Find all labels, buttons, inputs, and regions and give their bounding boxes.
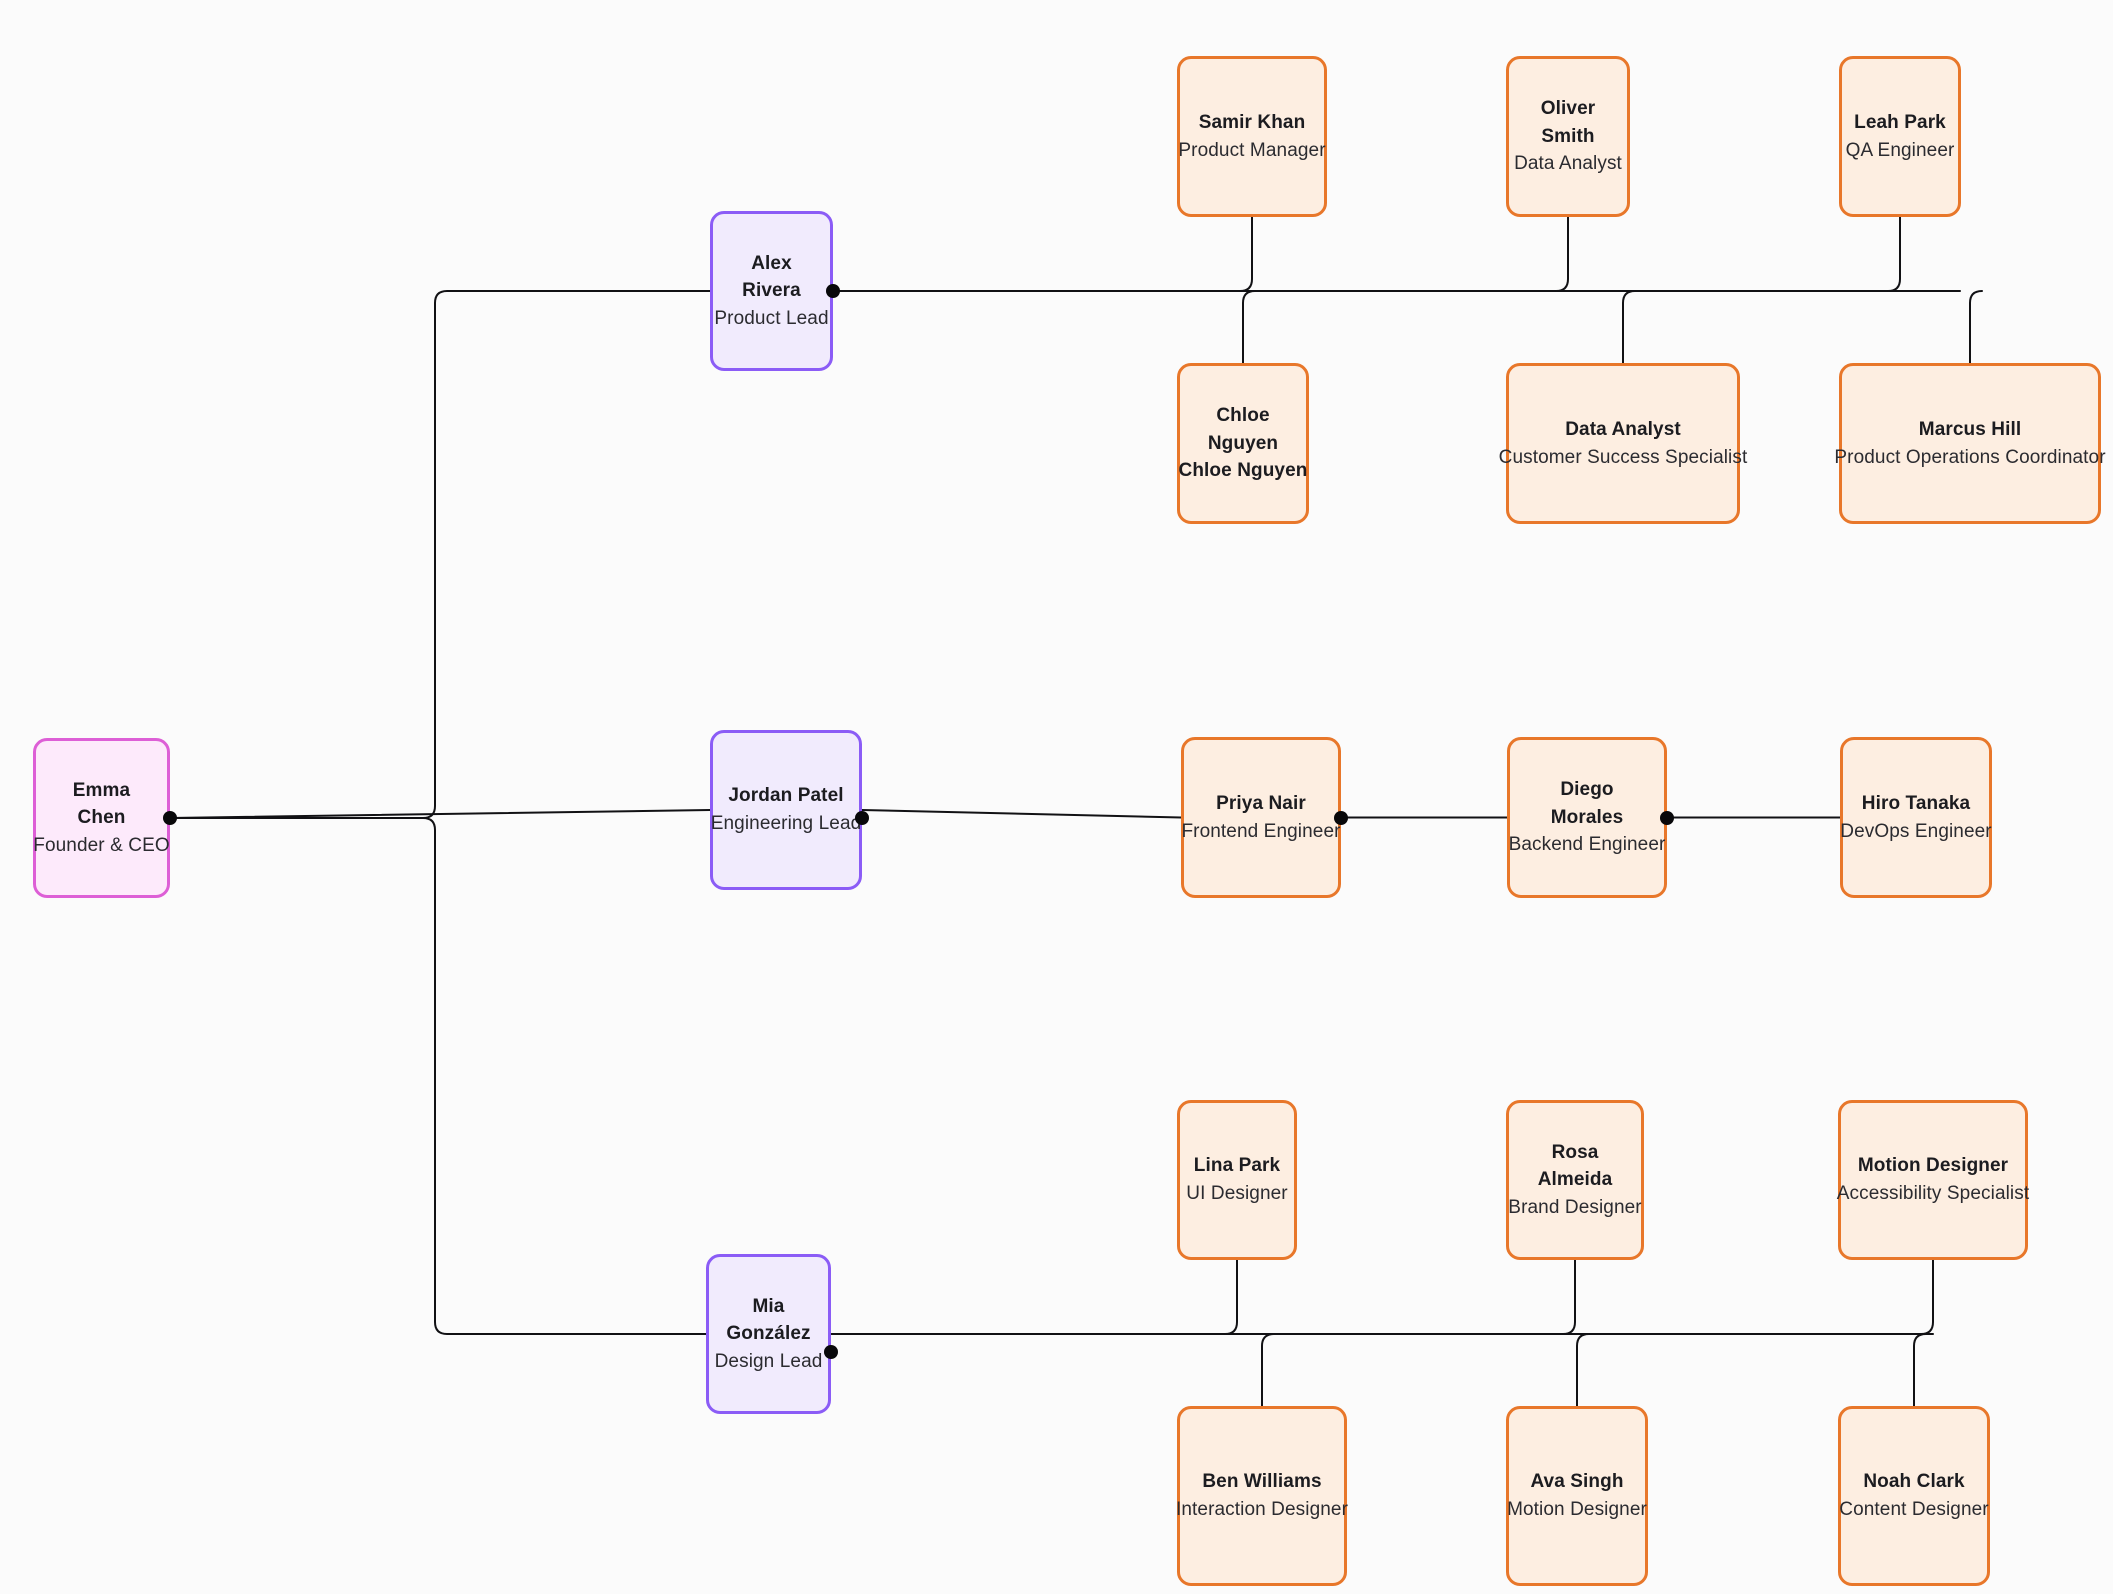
org-node-role: Motion Designer [1507, 1499, 1647, 1520]
org-node-name: Marcus Hill [1918, 418, 2022, 440]
edge-emma-alex [169, 290, 711, 819]
org-node-name: Ava Singh [1530, 1471, 1624, 1493]
org-node-leah[interactable]: Leah Park QA Engineer [1839, 56, 1961, 217]
org-node-name: Rosa Almeida [1537, 1141, 1613, 1191]
edge-mia-up-rosa [1562, 1259, 1576, 1335]
org-node-role: Product Operations Coordinator [1834, 446, 2106, 468]
edge-mia-down-ava [1576, 1333, 1590, 1407]
org-node-name: Noah Clark [1863, 1471, 1965, 1493]
org-node-role: Chloe Nguyen [1178, 460, 1308, 482]
org-node-role: Brand Designer [1508, 1196, 1642, 1218]
edge-alex-down-marcus [1969, 290, 1983, 364]
edge-mia-up-motion [1920, 1259, 1934, 1335]
edge-alex-up-leah [1887, 216, 1901, 292]
org-node-role: Founder & CEO [33, 834, 170, 856]
org-node-role: UI Designer [1186, 1183, 1288, 1204]
edge-alex-down-chloe [1242, 290, 1256, 364]
edge-mia-down-noah [1913, 1333, 1927, 1407]
org-node-name: Emma Chen [72, 779, 131, 829]
edge-mia-up-lina [1224, 1259, 1238, 1335]
org-node-name: Priya Nair [1216, 792, 1306, 814]
connector-dot-alex [826, 284, 840, 298]
connector-dot-jordan [855, 811, 869, 825]
org-node-name: Jordan Patel [728, 785, 844, 807]
edge-alex-down-csspec [1622, 290, 1636, 364]
connector-dot-diego [1660, 811, 1674, 825]
org-node-name: Data Analyst [1565, 418, 1681, 440]
org-node-role: Product Lead [714, 307, 829, 329]
org-node-role: QA Engineer [1845, 139, 1955, 161]
edge-jordan-priya [861, 809, 1182, 819]
edge-alex-up-oliver [1555, 216, 1569, 292]
org-node-name: Chloe Nguyen [1207, 405, 1279, 454]
org-node-name: Oliver Smith [1540, 98, 1596, 147]
org-node-role: Product Manager [1178, 139, 1326, 161]
org-node-role: Frontend Engineer [1181, 820, 1341, 842]
connector-dot-emma [163, 811, 177, 825]
org-node-name: Leah Park [1854, 111, 1946, 133]
org-node-role: Content Designer [1839, 1499, 1989, 1520]
org-node-name: Hiro Tanaka [1861, 792, 1971, 814]
edge-alex-up-samir [1239, 216, 1253, 292]
org-node-role: Interaction Designer [1175, 1499, 1349, 1520]
connector-dot-priya [1334, 811, 1348, 825]
org-node-role: DevOps Engineer [1840, 820, 1992, 842]
org-node-role: Engineering Lead [710, 813, 862, 834]
org-node-name: Lina Park [1193, 1155, 1281, 1177]
org-node-role: Customer Success Specialist [1498, 446, 1748, 468]
edge-emma-jordan [169, 809, 711, 819]
org-node-name: Alex Rivera [742, 252, 801, 302]
org-node-name: Motion Designer [1857, 1155, 2009, 1177]
org-node-name: Ben Williams [1202, 1471, 1322, 1493]
org-node-name: Diego Morales [1550, 779, 1624, 828]
org-node-role: Data Analyst [1514, 153, 1622, 175]
edge-emma-mia [169, 817, 707, 1335]
org-node-role: Backend Engineer [1508, 834, 1666, 856]
org-node-role: Design Lead [714, 1350, 823, 1372]
edge-mia-down-ben [1261, 1333, 1275, 1407]
connector-dot-mia [824, 1345, 838, 1359]
org-node-lina[interactable]: Lina Park UI Designer [1177, 1100, 1297, 1260]
org-node-role: Accessibility Specialist [1836, 1183, 2030, 1204]
org-node-name: Mia González [726, 1295, 811, 1345]
org-node-name: Samir Khan [1198, 111, 1306, 133]
